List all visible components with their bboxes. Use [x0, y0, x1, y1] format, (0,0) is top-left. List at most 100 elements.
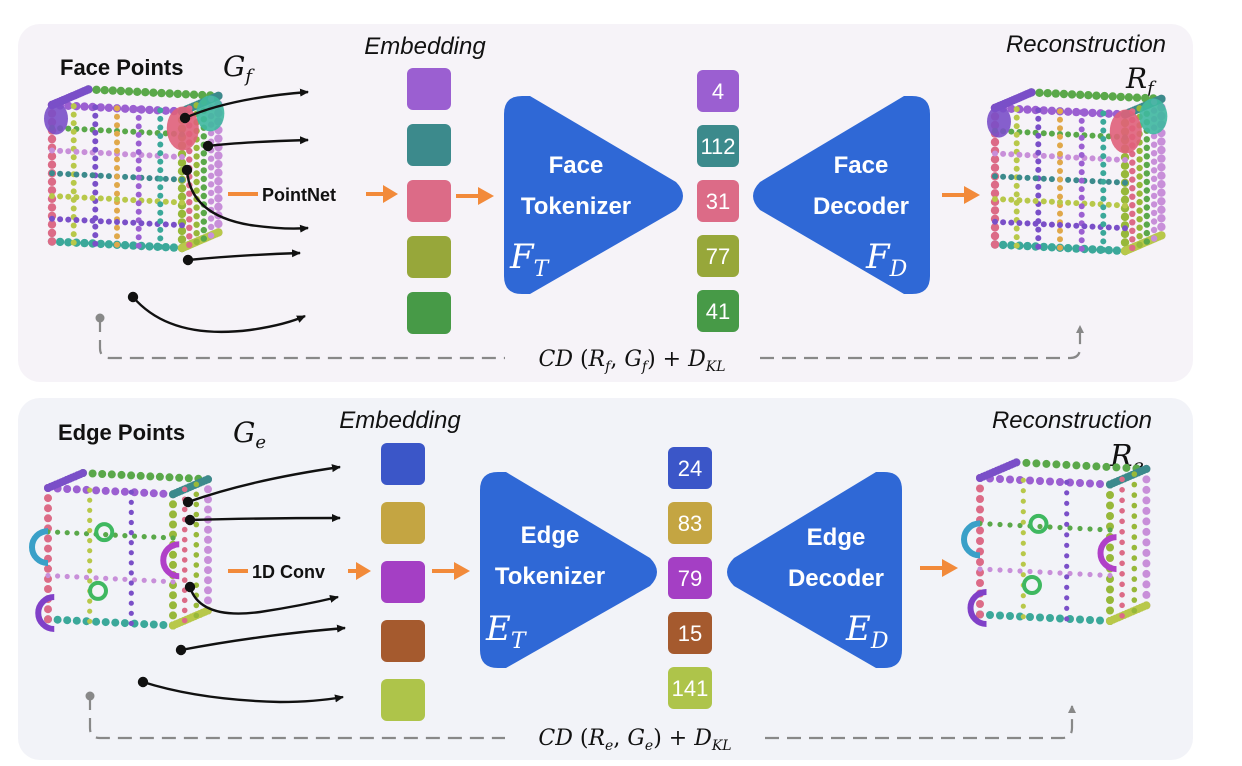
edge-input-point: [111, 618, 120, 627]
edge-input-point: [151, 534, 157, 540]
edge-input-point: [92, 486, 101, 495]
face-input-point: [97, 127, 104, 134]
edge-input-point: [128, 580, 134, 586]
face-recon-point: [1100, 178, 1107, 185]
edge-recon-point: [1102, 462, 1111, 471]
face-input-point: [146, 152, 153, 159]
face-recon-point: [1008, 219, 1015, 226]
face-input-point: [97, 195, 104, 202]
edge-input-point: [193, 491, 200, 498]
face-input-point: [193, 144, 200, 152]
edge-input-point: [87, 598, 93, 604]
face-emb-to-tokenizer-arrowhead: [478, 187, 494, 205]
face-input-point: [214, 185, 223, 194]
face-input-point: [80, 238, 89, 248]
edge-input-point: [127, 471, 136, 480]
edge-input-point: [88, 469, 97, 478]
face-input-point: [92, 138, 99, 145]
edge-input-point: [181, 567, 188, 573]
edge-recon-point: [1082, 461, 1091, 470]
face-recon-point: [1057, 150, 1063, 157]
face-recon-point: [1073, 131, 1080, 138]
face-input-point: [214, 219, 223, 229]
face-input-point: [47, 237, 57, 246]
face-recon-point: [1078, 237, 1085, 244]
face-recon-point: [1143, 178, 1151, 186]
edge-token-box-0: [668, 447, 712, 489]
face-recon-point: [1150, 218, 1158, 225]
edge-input-point: [204, 556, 212, 564]
face-recon-point: [1057, 159, 1063, 166]
edge-tokenizer-block: [480, 472, 657, 668]
edge-recon-point: [1006, 475, 1014, 484]
face-input-point: [157, 115, 164, 122]
face-input-point: [170, 221, 177, 228]
edge-token-value-1: 83: [678, 511, 702, 536]
face-input-point: [65, 171, 72, 178]
face-recon-point: [992, 173, 998, 180]
face-recon-point: [1157, 145, 1166, 155]
face-loss-formula: CD (Rf, Gf) + DKL: [538, 347, 725, 375]
edge-input-point: [74, 574, 80, 580]
face-recon-point: [1032, 175, 1039, 182]
face-input-point: [92, 180, 99, 187]
face-input-blob: [196, 95, 225, 132]
face-recon-point: [1089, 155, 1096, 162]
face-embedding-0: [407, 68, 451, 110]
edge-input-point: [53, 615, 62, 624]
edge-recon-point: [1020, 530, 1026, 536]
face-recon-point: [1100, 127, 1107, 134]
edge-recon-point: [1142, 590, 1151, 599]
face-input-point: [157, 192, 164, 199]
face-input-point: [200, 150, 207, 157]
edge-recon-point: [976, 579, 984, 587]
face-recon-point: [1073, 154, 1080, 161]
face-recon-point: [1057, 210, 1063, 217]
face-input-point: [129, 241, 138, 250]
edge-input-point: [184, 474, 193, 483]
face-recon-point: [1016, 197, 1023, 204]
edge-embedding-2: [381, 561, 425, 603]
face-recon-point: [1035, 192, 1042, 199]
edge-input-point: [169, 500, 177, 509]
edge-encoder-label: 1D Conv: [252, 562, 325, 582]
edge-recon-point: [976, 600, 984, 608]
edge-input-point: [72, 485, 81, 494]
face-recon-point: [1105, 178, 1112, 185]
face-input-point: [135, 149, 142, 155]
edge-input-point: [181, 617, 188, 624]
face-recon-point: [1035, 166, 1042, 173]
face-recon-point: [1150, 158, 1158, 165]
face-recon-point: [1129, 167, 1136, 175]
face-input-point: [105, 218, 112, 225]
face-input-point: [200, 184, 207, 191]
edge-recon-point: [976, 526, 984, 535]
edge-input-point: [204, 525, 212, 534]
face-recon-point: [990, 155, 1000, 164]
face-input-point: [170, 199, 177, 206]
face-input-point: [89, 172, 96, 179]
face-input-point: [130, 174, 137, 181]
face-input-point: [47, 177, 57, 186]
edge-input-point: [103, 575, 109, 582]
face-loss-dashed-line: [98, 318, 1080, 360]
edge-recon-point: [1131, 607, 1138, 614]
face-recon-point: [1073, 200, 1080, 207]
face-recon-point: [1035, 88, 1044, 98]
face-recon-point: [1035, 149, 1042, 156]
edge-input-point: [193, 511, 200, 518]
face-recon-point: [1013, 140, 1020, 147]
edge-input-point: [204, 495, 212, 504]
edge-recon-point: [1106, 585, 1114, 594]
face-title: Face Points: [60, 55, 183, 80]
face-input-point: [47, 220, 57, 229]
face-input-point: [81, 217, 88, 224]
face-recon-point: [1113, 224, 1120, 231]
face-input-point: [214, 134, 223, 143]
face-recon-point: [1157, 231, 1166, 240]
face-input-point: [81, 171, 88, 178]
edge-input-point: [107, 470, 116, 479]
face-recon-point: [1150, 192, 1158, 200]
edge-recon-ring: [1028, 513, 1049, 534]
edge-input-point: [44, 504, 52, 513]
